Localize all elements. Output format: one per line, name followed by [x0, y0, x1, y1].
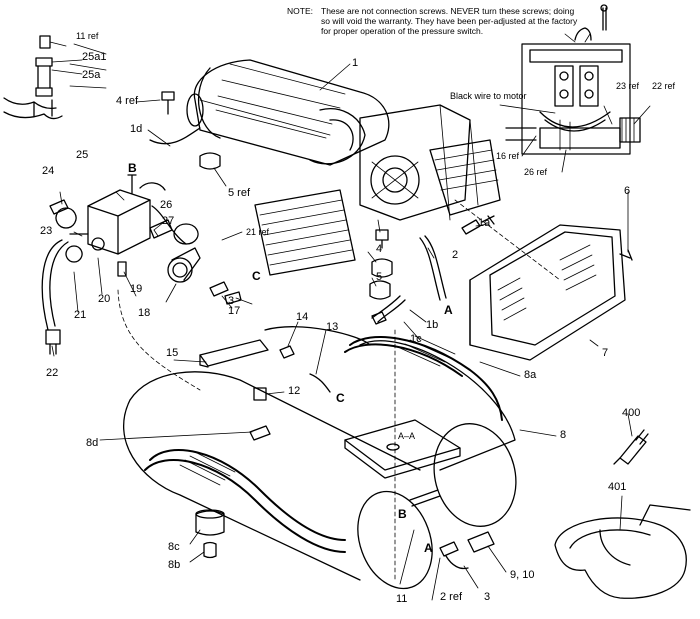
label-part-5ref: 5 ref	[228, 187, 251, 199]
ref-letter-c-lower: C	[336, 391, 345, 405]
label-part-7: 7	[602, 347, 609, 359]
shroud-cover	[469, 224, 626, 361]
label-part-6: 6	[624, 185, 631, 197]
ref-letter-b-lower: B	[398, 507, 407, 521]
ref-letter-a-upper: A	[444, 303, 453, 317]
note-body: These are not connection screws. NEVER t…	[321, 6, 578, 36]
label-part-27: 27	[162, 215, 175, 227]
ref-letter-c-upper: C	[252, 269, 261, 283]
label-part-21: 21	[74, 309, 87, 321]
air-tanks	[123, 326, 517, 590]
label-part-4ref: 4 ref	[116, 95, 139, 107]
label-part-26: 26	[160, 199, 173, 211]
mounting-plates	[199, 339, 461, 479]
label-part-8: 8	[560, 429, 567, 441]
label-part-22ref: 22 ref	[652, 81, 676, 91]
motor-assembly	[149, 59, 501, 276]
label-part-11: 11	[396, 593, 408, 605]
label-part-1d: 1d	[130, 123, 143, 135]
label-part-9-10: 9, 10	[510, 569, 535, 581]
label-part-19: 19	[130, 283, 143, 295]
label-part-20: 20	[98, 293, 111, 305]
label-part-401: 401	[608, 481, 627, 493]
label-part-11ref: 11 ref	[76, 31, 99, 41]
pressure-switch-inset	[499, 4, 641, 155]
label-part-23ref: 23 ref	[616, 81, 640, 91]
label-part-21ref: 21 ref	[246, 227, 270, 237]
label-black-wire-to-motor: Black wire to motor	[450, 91, 527, 101]
gauge-and-fittings	[117, 205, 242, 305]
label-part-25a1: 25a1	[82, 51, 107, 63]
label-part-8d: 8d	[86, 437, 99, 449]
power-cord	[41, 239, 69, 355]
label-part-8a: 8a	[524, 369, 537, 381]
label-part-25a: 25a	[82, 69, 101, 81]
label-part-8c: 8c	[168, 541, 180, 553]
label-section-aa: A–A	[398, 431, 416, 441]
label-part-24: 24	[42, 165, 55, 177]
label-part-5: 5	[376, 271, 383, 283]
label-part-2: 2	[452, 249, 459, 261]
label-part-3-upper: 3	[228, 295, 235, 307]
inset-fitting-detail	[3, 35, 83, 120]
label-part-4: 4	[376, 243, 383, 255]
leader-lines	[51, 43, 651, 601]
label-part-16ref: 16 ref	[496, 151, 520, 161]
label-part-26ref: 26 ref	[524, 167, 548, 177]
discharge-tubes	[371, 235, 447, 325]
label-part-12: 12	[288, 385, 301, 397]
label-part-14: 14	[296, 311, 309, 323]
label-part-400: 400	[622, 407, 641, 419]
safety-glasses-401	[554, 504, 691, 599]
ref-letter-a-lower: A	[424, 541, 433, 555]
label-part-1: 1	[352, 57, 359, 69]
label-part-23: 23	[40, 225, 53, 237]
label-part-18: 18	[138, 307, 151, 319]
ref-letter-b-upper: B	[128, 161, 137, 175]
label-part-1c: 1c	[410, 333, 422, 345]
pressure-switch	[49, 174, 166, 263]
rubber-feet	[195, 509, 225, 559]
small-hardware-top	[161, 91, 633, 300]
label-part-2ref: 2 ref	[440, 591, 463, 603]
label-part-17: 17	[228, 305, 241, 317]
label-part-15: 15	[166, 347, 179, 359]
safety-valve-400	[613, 429, 649, 465]
label-part-22: 22	[46, 367, 59, 379]
assembly-lines	[117, 199, 561, 581]
label-part-1b: 1b	[426, 319, 439, 331]
label-part-1a: 1a	[478, 217, 491, 229]
label-part-25: 25	[76, 149, 89, 161]
outlet-fittings	[409, 489, 495, 570]
label-part-13: 13	[326, 321, 339, 333]
label-part-8b: 8b	[168, 559, 181, 571]
label-part-3-lower: 3	[484, 591, 491, 603]
note-heading: NOTE:	[287, 6, 313, 16]
